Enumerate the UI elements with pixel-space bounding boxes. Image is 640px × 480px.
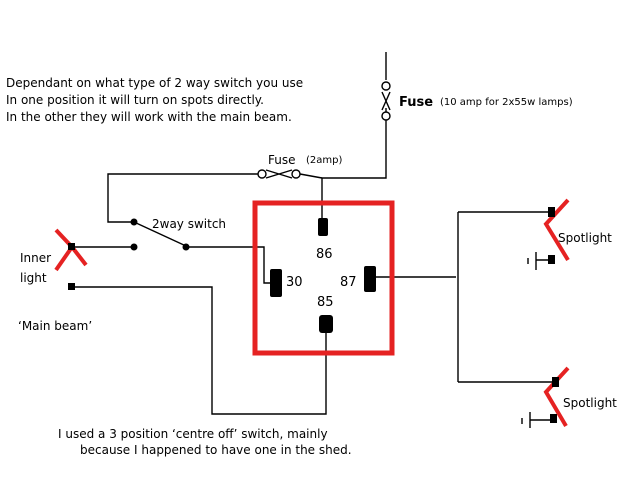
relay-pin-87-label: 87: [340, 275, 357, 290]
intro-note-line-2: In one position it will turn on spots di…: [6, 93, 264, 107]
fuse-main-label: Fuse: [399, 95, 434, 110]
wire-switch-relay30: [186, 246, 278, 284]
relay-pin-85-label: 85: [317, 295, 334, 310]
switch-blade: [133, 221, 187, 247]
fuse-small-icon: [257, 169, 301, 179]
footer-note-line-1: I used a 3 position ‘centre off’ switch,…: [58, 427, 328, 441]
spotlight-top-lamp: [543, 198, 570, 262]
wire-main-beam: [72, 286, 327, 415]
inner-light-label-2: light: [20, 271, 47, 285]
relay-pins: [270, 218, 376, 333]
fuse-small-note: (2amp): [306, 155, 343, 166]
switch-label: 2way switch: [152, 217, 227, 231]
footer-note-line-2: because I happened to have one in the sh…: [80, 443, 352, 457]
wire-spot-bottom-earth: [521, 412, 552, 428]
relay-pin-86-label: 86: [316, 247, 333, 262]
fuse-small-label: Fuse: [268, 153, 296, 167]
switch-contacts: [130, 218, 190, 251]
fuse-main-note: (10 amp for 2x55w lamps): [440, 97, 573, 108]
intro-note-line-3: In the other they will work with the mai…: [6, 110, 292, 124]
relay-outline: [252, 200, 395, 356]
wire-battery-feed: [321, 52, 387, 222]
fuse-main-icon: [381, 81, 391, 121]
intro-note-line-1: Dependant on what type of 2 way switch y…: [6, 76, 304, 90]
wire-fuse-small: [107, 173, 323, 223]
inner-light-label-1: Inner: [20, 251, 52, 265]
main-beam-label: ‘Main beam’: [18, 319, 93, 333]
relay-pin-30-label: 30: [286, 275, 303, 290]
spotlight-top-label: Spotlight: [558, 231, 612, 245]
spotlight-bottom-label: Spotlight: [563, 396, 617, 410]
spotlight-bottom-lamp: [543, 366, 570, 428]
